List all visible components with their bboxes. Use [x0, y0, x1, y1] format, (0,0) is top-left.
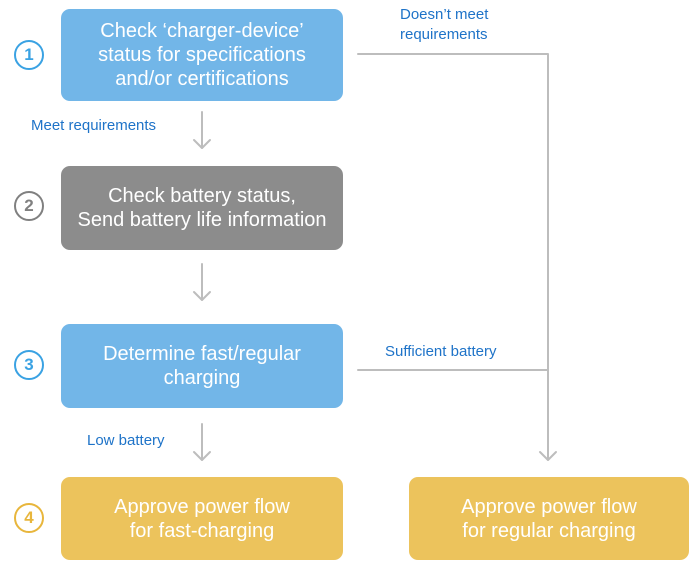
- step-3-line-2: charging: [163, 367, 241, 389]
- step-4-line-1: Approve power flow: [114, 495, 290, 518]
- label-low-battery: Low battery: [87, 432, 165, 449]
- step-4-number: 4: [24, 508, 34, 527]
- step-2-box: Check battery status, Send battery life …: [61, 166, 343, 250]
- arrowhead-step3: [193, 291, 211, 301]
- step-1-box: Check ‘charger-device’ status for specif…: [61, 9, 343, 101]
- label-sufficient-battery: Sufficient battery: [385, 343, 497, 360]
- step-2-number-badge: 2: [14, 191, 44, 221]
- step-3-box: Determine fast/regular charging: [61, 324, 343, 408]
- arrowhead-step4: [193, 451, 211, 461]
- step-1-line-1: Check ‘charger-device’: [100, 20, 304, 42]
- step-2-line-2: Send battery life information: [77, 209, 327, 231]
- label-doesnt-meet-line-2: requirements: [400, 26, 488, 43]
- step-2-number: 2: [24, 196, 34, 215]
- step-1-line-3: and/or certifications: [115, 68, 289, 90]
- step-3-line-1: Determine fast/regular: [103, 343, 301, 365]
- step-1-number-badge: 1: [14, 40, 44, 70]
- step-4-line-2: for fast-charging: [129, 519, 275, 542]
- regular-charging-box: Approve power flow for regular charging: [409, 477, 689, 560]
- step-2-line-1: Check battery status,: [108, 185, 296, 207]
- line-doesnt-meet: [357, 53, 549, 461]
- step-4-box: Approve power flow for fast-charging: [61, 477, 343, 560]
- label-doesnt-meet-requirements: Doesn’t meet requirements: [400, 5, 488, 45]
- step-4-number-badge: 4: [14, 503, 44, 533]
- label-doesnt-meet-line-1: Doesn’t meet: [400, 6, 489, 23]
- step-1-number: 1: [24, 45, 34, 64]
- arrowhead-regular: [539, 451, 557, 461]
- label-meet-requirements: Meet requirements: [31, 117, 157, 134]
- regular-box-line-1: Approve power flow: [461, 495, 637, 518]
- regular-box-line-2: for regular charging: [462, 519, 636, 542]
- step-1-line-2: status for specifications: [98, 44, 306, 66]
- arrowhead-step2: [193, 139, 211, 149]
- step-3-number: 3: [24, 355, 34, 374]
- step-3-number-badge: 3: [14, 350, 44, 380]
